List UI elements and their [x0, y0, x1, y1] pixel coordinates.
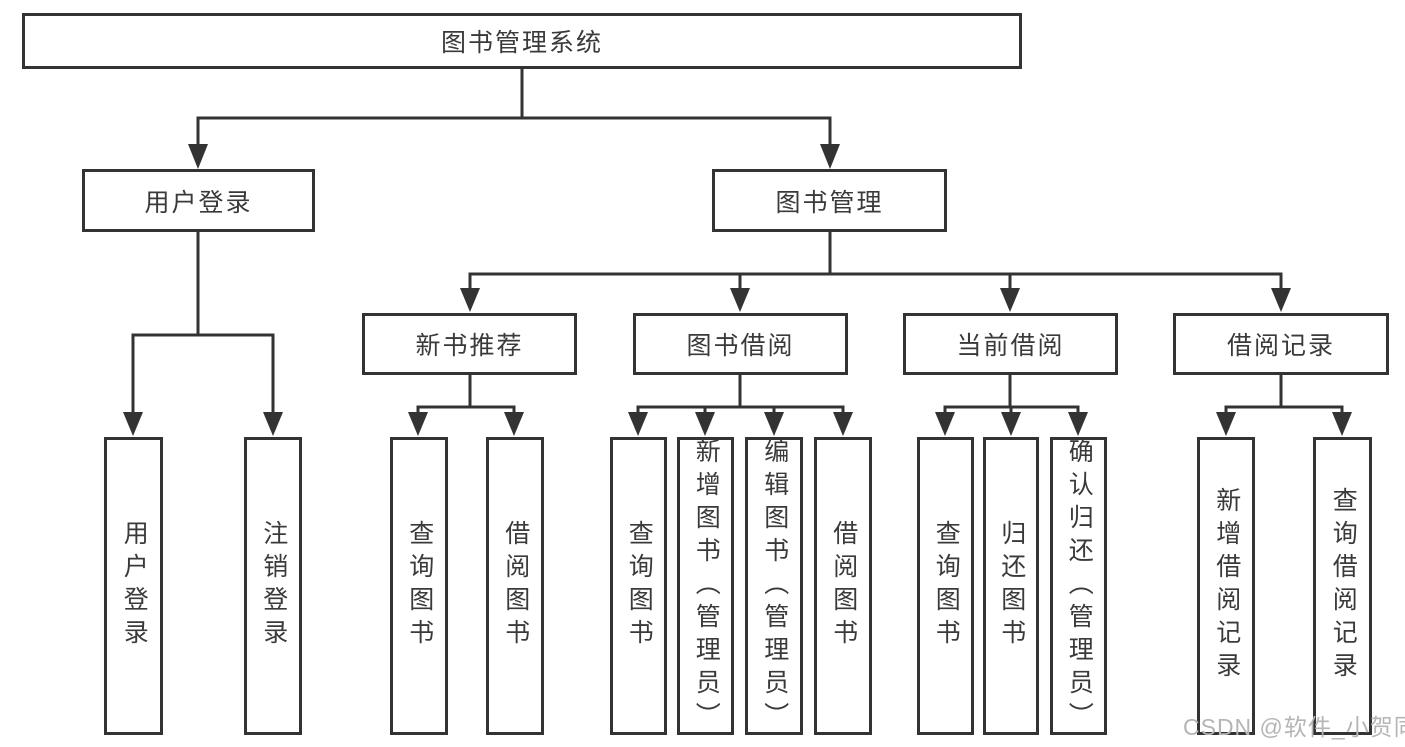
node-current-borrow: 当前借阅	[903, 313, 1118, 375]
leaf-query-borrow-record-label: 查询借阅记录	[1329, 487, 1358, 685]
node-new-book-recommend-label: 新书推荐	[415, 332, 524, 360]
leaf-query-books-2-label: 查询图书	[625, 520, 654, 652]
csdn-watermark: CSDN @软件_小贺同学	[1183, 714, 1405, 740]
node-root-system-label: 图书管理系统	[440, 29, 603, 57]
leaf-return-books: 归还图书	[983, 437, 1039, 735]
leaf-return-books-label: 归还图书	[997, 520, 1026, 652]
leaf-logout: 注销登录	[244, 437, 302, 735]
node-user-login-branch-label: 用户登录	[144, 188, 253, 217]
node-new-book-recommend: 新书推荐	[362, 313, 577, 375]
leaf-query-books-1-label: 查询图书	[405, 520, 434, 652]
leaf-borrow-books-1-label: 借阅图书	[501, 520, 530, 652]
node-book-management-branch-label: 图书管理	[775, 188, 884, 217]
node-borrow-records: 借阅记录	[1173, 313, 1389, 375]
leaf-borrow-books-2: 借阅图书	[814, 437, 872, 735]
leaf-add-borrow-record: 新增借阅记录	[1197, 437, 1255, 735]
arrowheads	[123, 144, 1352, 436]
leaf-confirm-return-admin-label: 确认归还（管理员）	[1065, 437, 1094, 735]
leaf-user-login: 用户登录	[104, 437, 163, 735]
leaf-query-books-1: 查询图书	[390, 437, 448, 735]
leaf-add-books-admin: 新增图书（管理员）	[677, 437, 734, 735]
leaf-query-books-3: 查询图书	[917, 437, 974, 735]
leaf-confirm-return-admin: 确认归还（管理员）	[1050, 437, 1107, 735]
leaf-add-borrow-record-label: 新增借阅记录	[1212, 487, 1241, 685]
leaf-edit-books-admin: 编辑图书（管理员）	[745, 437, 803, 735]
leaf-query-books-2: 查询图书	[610, 437, 667, 735]
node-book-borrow-label: 图书借阅	[686, 332, 795, 360]
leaf-user-login-label: 用户登录	[120, 520, 149, 652]
leaf-query-borrow-record: 查询借阅记录	[1313, 437, 1372, 735]
leaf-borrow-books-1: 借阅图书	[486, 437, 544, 735]
node-current-borrow-label: 当前借阅	[956, 332, 1065, 360]
leaf-edit-books-admin-label: 编辑图书（管理员）	[760, 437, 789, 735]
node-root-system: 图书管理系统	[22, 13, 1022, 69]
node-book-management-branch: 图书管理	[712, 169, 947, 232]
leaf-query-books-3-label: 查询图书	[932, 520, 961, 652]
leaf-add-books-admin-label: 新增图书（管理员）	[692, 437, 721, 735]
node-user-login-branch: 用户登录	[82, 169, 315, 232]
node-book-borrow: 图书借阅	[633, 313, 848, 375]
leaf-borrow-books-2-label: 借阅图书	[829, 520, 858, 652]
node-borrow-records-label: 借阅记录	[1226, 332, 1335, 360]
leaf-logout-label: 注销登录	[259, 520, 288, 652]
